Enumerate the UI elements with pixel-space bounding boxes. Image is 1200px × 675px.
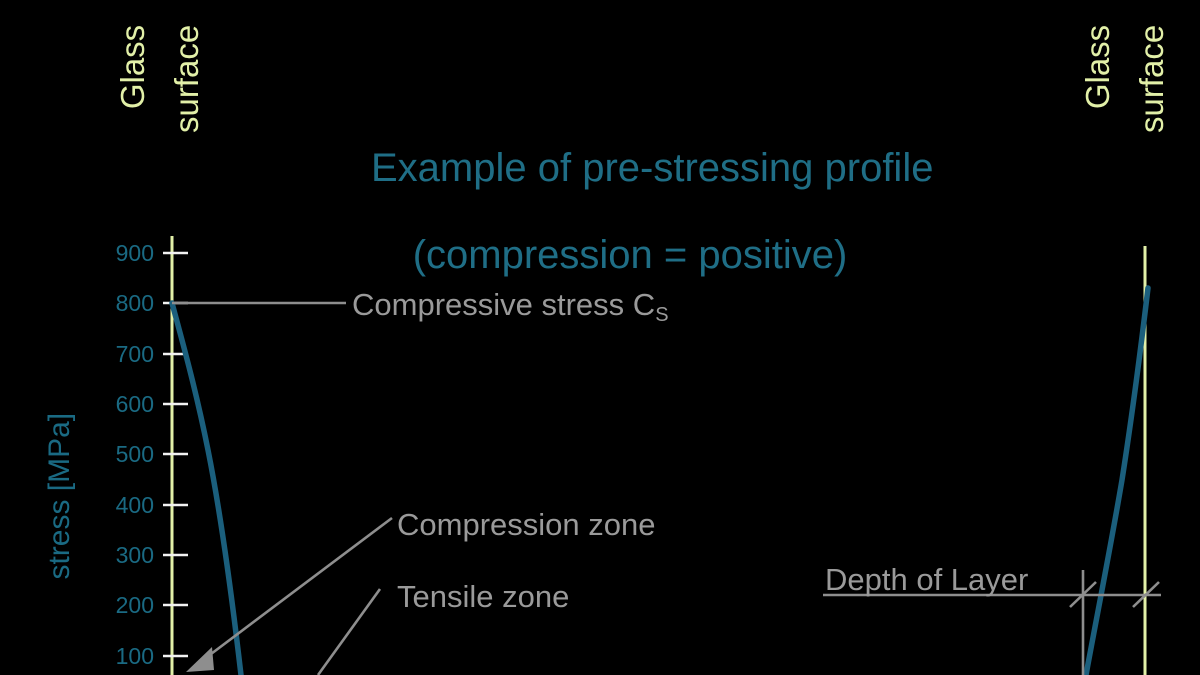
- y-tick-label-900: 900: [115, 240, 154, 266]
- y-tick-label-100: 100: [115, 643, 154, 669]
- right-surface-label: surface: [1133, 24, 1171, 134]
- slide-title-line-1: Example of pre-stressing profile: [370, 146, 934, 191]
- y-axis-tick-marks: [163, 251, 188, 658]
- left-stress-profile-curve: [169, 300, 244, 675]
- compression-zone-label: Compression zone: [397, 507, 656, 542]
- dol-slash-tick-outer: [1132, 581, 1160, 608]
- y-tick-label-700: 700: [115, 341, 154, 367]
- left-surface-label: surface: [168, 24, 206, 134]
- compressive-stress-label: Compressive stress CS: [352, 287, 669, 326]
- y-tick-label-400: 400: [115, 492, 154, 518]
- compression-zone-arrowhead: [186, 647, 214, 672]
- compressive-stress-subscript: S: [655, 304, 669, 326]
- y-tick-label-500: 500: [115, 441, 154, 467]
- compressive-stress-text: Compressive stress C: [352, 287, 656, 322]
- left-glass-label: Glass: [114, 24, 152, 110]
- y-tick-label-200: 200: [115, 592, 154, 618]
- dol-label-line-1: Depth of Layer: [825, 561, 1029, 597]
- dol-label: Depth of Layer DOL: [825, 468, 1028, 675]
- right-glass-label: Glass: [1079, 24, 1117, 110]
- y-tick-label-300: 300: [115, 542, 154, 568]
- tensile-zone-label: Tensile zone: [397, 579, 570, 614]
- y-tick-label-800: 800: [115, 290, 154, 316]
- compression-zone-leader-line: [202, 516, 393, 662]
- dol-slash-tick-inner: [1069, 581, 1097, 608]
- slide-title-line-2: (compression = positive): [412, 232, 848, 277]
- y-tick-label-600: 600: [115, 391, 154, 417]
- right-stress-profile-curve: [1083, 285, 1151, 675]
- tensile-zone-leader-line: [316, 588, 382, 675]
- slide-title: Example of pre-stressing profile (compre…: [300, 104, 960, 363]
- y-axis-title: stress [MPa]: [42, 412, 76, 580]
